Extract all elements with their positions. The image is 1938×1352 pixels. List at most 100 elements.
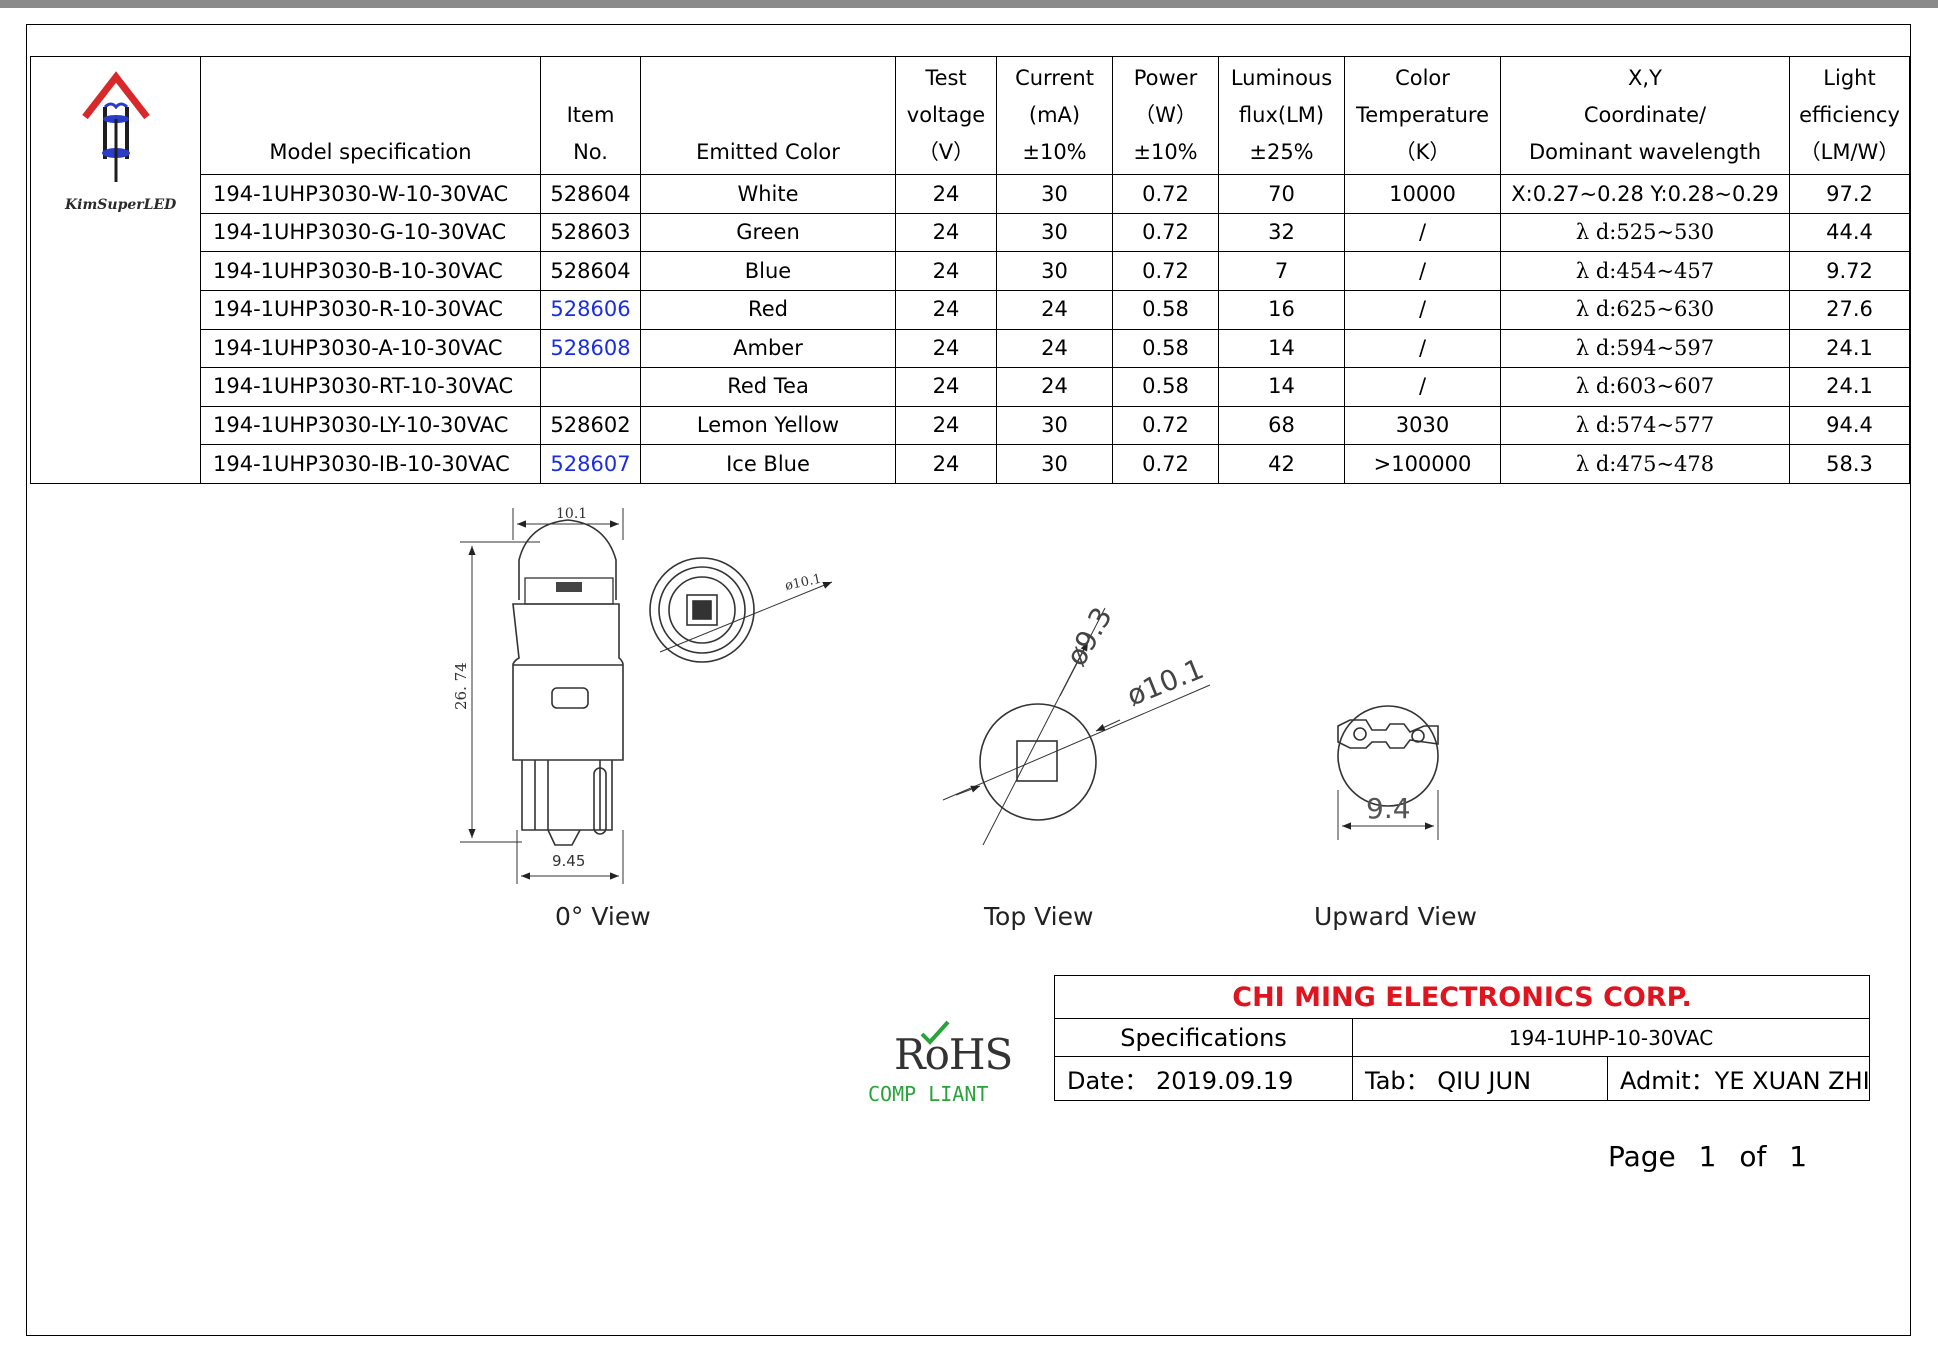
column-header-line: ±10% [1133,140,1198,165]
table-cell: λ d:525~530 [1500,212,1790,253]
table-cell: 30 [996,174,1113,214]
side-height-dim: 26. 74 [452,662,470,710]
logo-cell: KimSuperLED [30,56,201,484]
table-cell: 528606 [540,290,641,330]
kimsuperled-logo [82,71,150,182]
table-cell: λ d:603~607 [1500,367,1790,407]
table-cell: 0.72 [1112,174,1219,214]
rohs-compliant: COMP LIANT [868,1082,989,1106]
table-cell: 16 [1218,290,1345,330]
table-cell: 0.58 [1112,290,1219,330]
table-cell: 30 [996,444,1113,484]
table-cell: 194-1UHP3030-R-10-30VAC [200,290,541,330]
column-header-line: Emitted Color [696,140,840,165]
table-cell: 24 [895,444,997,484]
spec-label: Specifications [1054,1018,1353,1057]
column-header-line: flux(LM) [1238,103,1325,128]
upward-view-label: Upward View [1314,902,1477,931]
table-cell: 27.6 [1789,290,1910,330]
table-cell: / [1344,290,1501,330]
column-header-line: Coordinate/ [1583,103,1707,128]
table-cell [540,367,641,407]
column-header-line: ±10% [1022,140,1087,165]
tab-field: Tab： QIU JUN [1352,1056,1608,1101]
column-header-line: No. [573,140,608,165]
table-cell: X:0.27~0.28 Y:0.28~0.29 [1500,174,1790,214]
table-cell: 0.72 [1112,251,1219,291]
side-base-dim: 9.45 [552,852,585,870]
column-header-line: X,Y [1628,66,1662,91]
table-cell: 194-1UHP3030-A-10-30VAC [200,328,541,369]
table-cell: 24 [895,405,997,446]
side-view-drawing [460,508,624,884]
table-cell: 24.1 [1789,328,1910,369]
column-header-line: Item [566,103,615,128]
table-cell: 528608 [540,328,641,369]
column-header-line: （V） [917,140,975,165]
table-cell: 24 [895,174,997,214]
table-cell: 24 [895,367,997,407]
table-cell: 42 [1218,444,1345,484]
column-header-line: efficiency [1799,103,1900,128]
column-header-line: (mA) [1028,103,1081,128]
table-cell: 528607 [540,444,641,484]
table-cell: λ d:625~630 [1500,290,1790,330]
table-cell: 97.2 [1789,174,1910,214]
table-cell: 24.1 [1789,367,1910,407]
page-number: Page 1 of 1 [1608,1140,1808,1173]
rohs-mark: RoHS COMP LIANT [864,1018,1014,1108]
top-d1-dim: ø9.3 [1059,602,1118,672]
table-cell: 24 [895,212,997,253]
table-cell: 58.3 [1789,444,1910,484]
table-cell: 194-1UHP3030-W-10-30VAC [200,174,541,214]
table-cell: 194-1UHP3030-G-10-30VAC [200,212,541,253]
column-header-line: Luminous [1230,66,1333,91]
table-cell: 0.72 [1112,444,1219,484]
table-cell: λ d:475~478 [1500,444,1790,484]
upward-view-drawing [1337,705,1439,840]
table-cell: Blue [640,251,896,291]
top-view-drawing [942,607,1211,846]
table-cell: Red Tea [640,367,896,407]
top-bar [0,0,1938,8]
column-header: Test voltage （V） [895,55,997,176]
page-frame [26,24,1911,1336]
column-header: Model specification [200,55,541,176]
table-cell: 3030 [1344,405,1501,446]
table-cell: 24 [996,367,1113,407]
table-cell: 30 [996,212,1113,253]
column-header-line: Dominant wavelength [1528,140,1762,165]
table-cell: 7 [1218,251,1345,291]
table-cell: 24 [996,290,1113,330]
column-header-line: Power [1133,66,1198,91]
column-header: X,Y Coordinate/Dominant wavelength [1500,55,1790,176]
column-header-line: ±25% [1249,140,1314,165]
table-cell: Ice Blue [640,444,896,484]
column-header-line: Model specification [269,140,472,165]
admit-field: Admit：YE XUAN ZHI [1607,1056,1870,1101]
table-cell: Green [640,212,896,253]
table-cell: λ d:574~577 [1500,405,1790,446]
upward-width-dim: 9.4 [1366,792,1411,825]
table-cell: 194-1UHP3030-IB-10-30VAC [200,444,541,484]
table-cell: Red [640,290,896,330]
column-header-line: voltage [906,103,986,128]
table-cell: 30 [996,251,1113,291]
small-top-view-drawing [649,557,833,663]
column-header-line: Temperature [1355,103,1490,128]
zero-view-label: 0° View [555,902,651,931]
table-cell: 24 [895,290,997,330]
table-cell: / [1344,328,1501,369]
column-header-line: Test [925,66,967,91]
column-header-line: （LM/W） [1799,140,1900,165]
